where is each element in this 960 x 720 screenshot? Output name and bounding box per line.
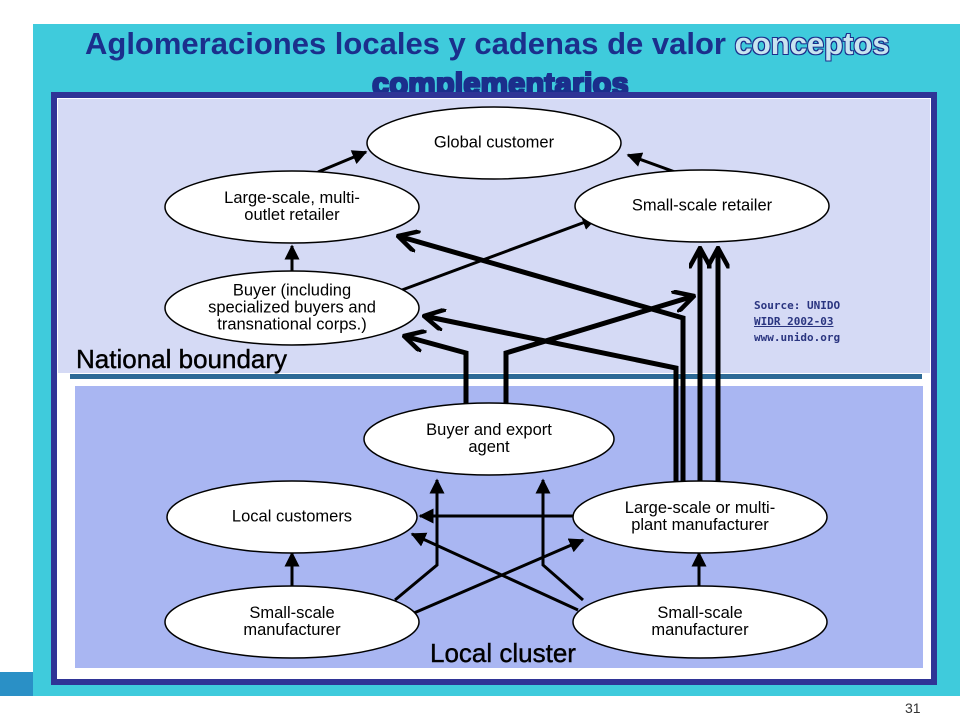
node-export-agent-label: Buyer and export agent: [426, 421, 552, 456]
node-small-retailer-shape: [574, 169, 830, 243]
national-boundary-line: [70, 374, 922, 379]
node-multi-outlet-retailer-shape: [164, 170, 420, 244]
node-global-customer-label: Global customer: [433, 133, 555, 152]
footer-accent-band: [0, 672, 33, 696]
source-report-link[interactable]: WIDR 2002-03: [754, 315, 834, 328]
node-multi-plant-manufacturer-label: Large-scale or multi- plant manufacturer: [624, 499, 776, 534]
edge-multi-outlet-to-global: [317, 150, 368, 174]
node-small-manufacturer-left-label: Small-scale manufacturer: [243, 604, 341, 639]
edge-small-right-to-export-agent: [535, 478, 584, 602]
edge-multi-plant-to-multi-outlet: [398, 236, 686, 482]
node-global-customer-shape: [366, 106, 622, 180]
node-small-retailer-label: Small-scale retailer: [631, 196, 773, 215]
node-multi-outlet-retailer-label: Large-scale, multi- outlet retailer: [224, 189, 360, 224]
edge-multi-plant-to-buyer: [424, 316, 679, 482]
node-buyer-label: Buyer (including specialized buyers and …: [208, 281, 376, 334]
national-boundary-label: National boundary: [76, 344, 288, 374]
edge-export-agent-to-buyer: [404, 336, 469, 410]
edge-small-left-to-export-agent: [394, 478, 445, 602]
node-local-customers-label: Local customers: [231, 507, 353, 526]
slide-title-line1: Aglomeraciones locales y cadenas de valo…: [85, 26, 890, 62]
node-buyer-shape: [164, 270, 420, 346]
title-emphasis-word: conceptos: [734, 26, 890, 61]
node-local-customers-shape: [166, 480, 418, 554]
node-small-manufacturer-right-label: Small-scale manufacturer: [651, 604, 749, 639]
edge-buyer-to-small-retailer: [401, 215, 598, 292]
local-cluster-label: Local cluster: [430, 638, 576, 668]
page-number: 31: [905, 700, 921, 716]
node-export-agent-shape: [363, 402, 615, 476]
source-website: www.unido.org: [754, 331, 841, 344]
node-multi-plant-manufacturer-shape: [572, 480, 828, 554]
node-small-manufacturer-left-shape: [164, 585, 420, 659]
source-line-1: Source: UNIDO: [754, 299, 841, 312]
title-plain-text: Aglomeraciones locales y cadenas de valo…: [85, 26, 735, 61]
edge-small-left-to-multi-plant: [406, 538, 585, 618]
edge-small-retailer-to-global: [626, 152, 676, 174]
edge-export-agent-to-small-retailer: [503, 296, 694, 410]
node-small-manufacturer-right-shape: [572, 585, 828, 659]
edge-small-right-to-local-customers: [410, 532, 579, 612]
